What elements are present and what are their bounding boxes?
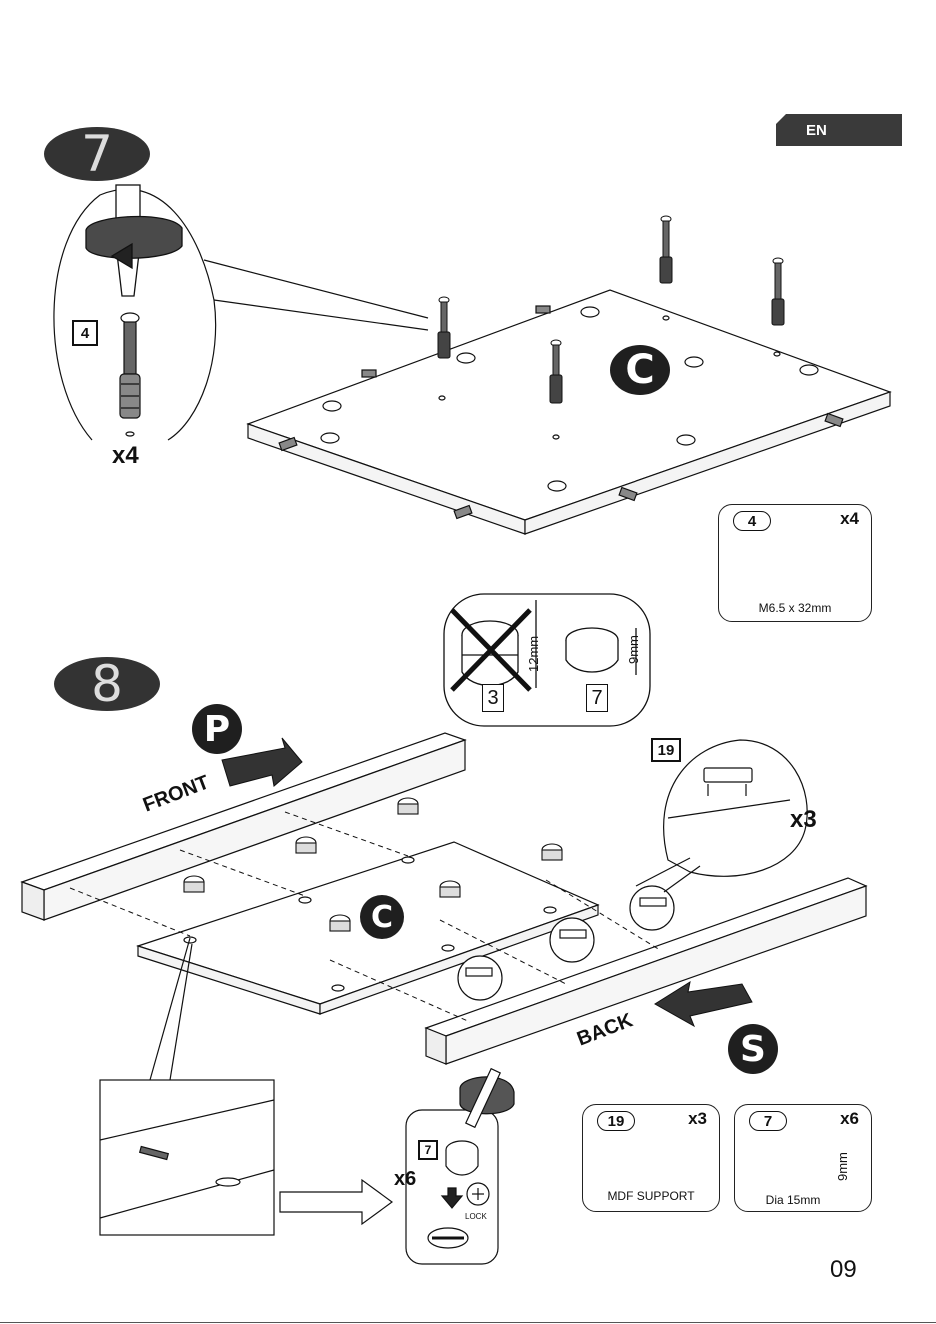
card-part-number: 4 <box>733 511 771 531</box>
lock-label: LOCK <box>465 1212 487 1221</box>
step-8-badge: 8 <box>54 657 160 711</box>
step-7-badge: 7 <box>44 127 150 181</box>
card-quantity: x3 <box>688 1109 707 1129</box>
step7-quantity: x4 <box>112 442 139 470</box>
card-part-number: 19 <box>597 1111 635 1131</box>
support-zoom-bubble <box>636 740 807 892</box>
right-cam-dimension: 9mm <box>626 635 641 664</box>
bolt-parts-card: 4 x4 M6.5 x 32mm <box>718 504 872 622</box>
page-number: 09 <box>830 1256 857 1284</box>
card-quantity: x6 <box>840 1109 859 1129</box>
cam-lock-card: 7 x6 9mm Dia 15mm <box>734 1104 872 1212</box>
card-caption: Dia 15mm <box>715 1193 871 1207</box>
cam-part-tag: 7 <box>418 1140 438 1160</box>
support-quantity: x3 <box>790 806 817 834</box>
panel-c-badge-step7: C <box>610 345 670 395</box>
support-part-tag: 19 <box>651 738 681 762</box>
hollow-arrow-icon <box>280 1180 392 1224</box>
card-part-number: 7 <box>749 1111 787 1131</box>
wrong-cam-part: 3 <box>482 684 504 712</box>
cam-lock-bubble <box>406 1069 514 1264</box>
cam-dimension: 9mm <box>835 1152 850 1181</box>
panel-c-step7 <box>248 290 890 534</box>
card-caption: MDF SUPPORT <box>583 1189 719 1203</box>
cam-quantity: x6 <box>394 1168 416 1191</box>
panel-c-badge-step8: C <box>360 895 404 939</box>
page-bottom-rule <box>0 1322 936 1323</box>
language-tab: EN <box>776 114 902 146</box>
back-rail-badge: S <box>728 1024 778 1074</box>
card-quantity: x4 <box>840 509 859 529</box>
mdf-support-card: 19 x3 MDF SUPPORT <box>582 1104 720 1212</box>
screwdriver-icon <box>86 185 182 296</box>
part-tag-4: 4 <box>72 320 98 346</box>
wrong-cam-dimension: 12mm <box>526 636 541 672</box>
cam-compare-bubble <box>444 594 650 726</box>
right-cam-part: 7 <box>586 684 608 712</box>
front-rail-badge: P <box>192 704 242 754</box>
card-caption: M6.5 x 32mm <box>719 601 871 615</box>
bolt-4-icon <box>120 313 140 436</box>
